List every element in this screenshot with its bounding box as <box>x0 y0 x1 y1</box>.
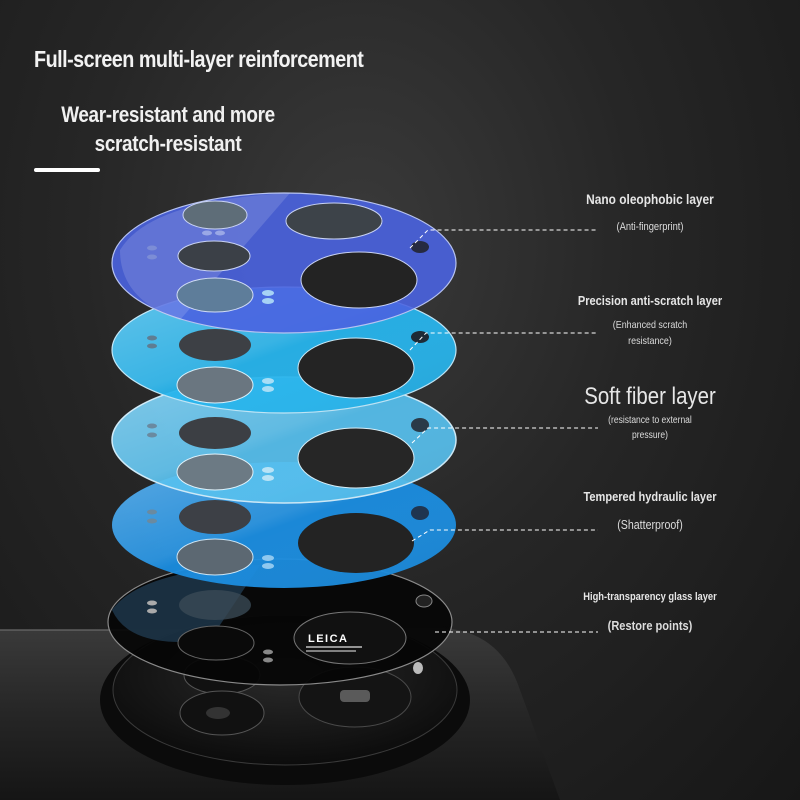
layer-detail-line-1: (resistance to external <box>608 415 692 426</box>
layer-glass: LEICA <box>107 558 453 686</box>
layer-name: Soft fiber layer <box>584 383 716 410</box>
accent-underline <box>34 168 100 172</box>
layer-detail: (Anti-fingerprint) <box>616 221 684 233</box>
callout-line-soft-fiber <box>411 427 598 444</box>
callout-lines <box>409 229 598 633</box>
label-tempered: Tempered hydraulic layer (Shatterproof) <box>550 489 750 532</box>
layer-detail-line-2: pressure) <box>632 430 668 441</box>
label-soft-fiber: Soft fiber layer (resistance to external… <box>560 383 740 443</box>
callout-line-anti-scratch <box>409 332 598 351</box>
layer-detail-line-1: (Enhanced scratch <box>612 319 688 331</box>
subheadline: Wear-resistant and more scratch-resistan… <box>28 100 308 158</box>
layer-name: Tempered hydraulic layer <box>583 489 717 504</box>
layer-name: High-transparency glass layer <box>583 591 717 603</box>
label-oleophobic: Nano oleophobic layer (Anti-fingerprint) <box>560 191 740 233</box>
layer-detail-line-2: resistance) <box>628 335 672 347</box>
callout-line-tempered <box>411 529 598 542</box>
layer-detail: (Restore points) <box>607 618 693 633</box>
label-glass: High-transparency glass layer (Restore p… <box>550 591 750 633</box>
subheadline-line-2: scratch-resistant <box>94 131 242 156</box>
leica-logo: LEICA <box>308 633 349 645</box>
layer-name: Nano oleophobic layer <box>586 191 714 207</box>
headline: Full-screen multi-layer reinforcement <box>34 46 364 72</box>
layer-soft-fiber <box>111 376 457 504</box>
subheadline-line-1: Wear-resistant and more <box>61 102 275 127</box>
callout-line-oleophobic <box>409 229 598 249</box>
layer-name: Precision anti-scratch layer <box>577 293 723 308</box>
layer-detail: (Shatterproof) <box>617 518 683 532</box>
label-anti-scratch: Precision anti-scratch layer (Enhanced s… <box>550 293 750 349</box>
layer-oleophobic <box>111 192 457 334</box>
